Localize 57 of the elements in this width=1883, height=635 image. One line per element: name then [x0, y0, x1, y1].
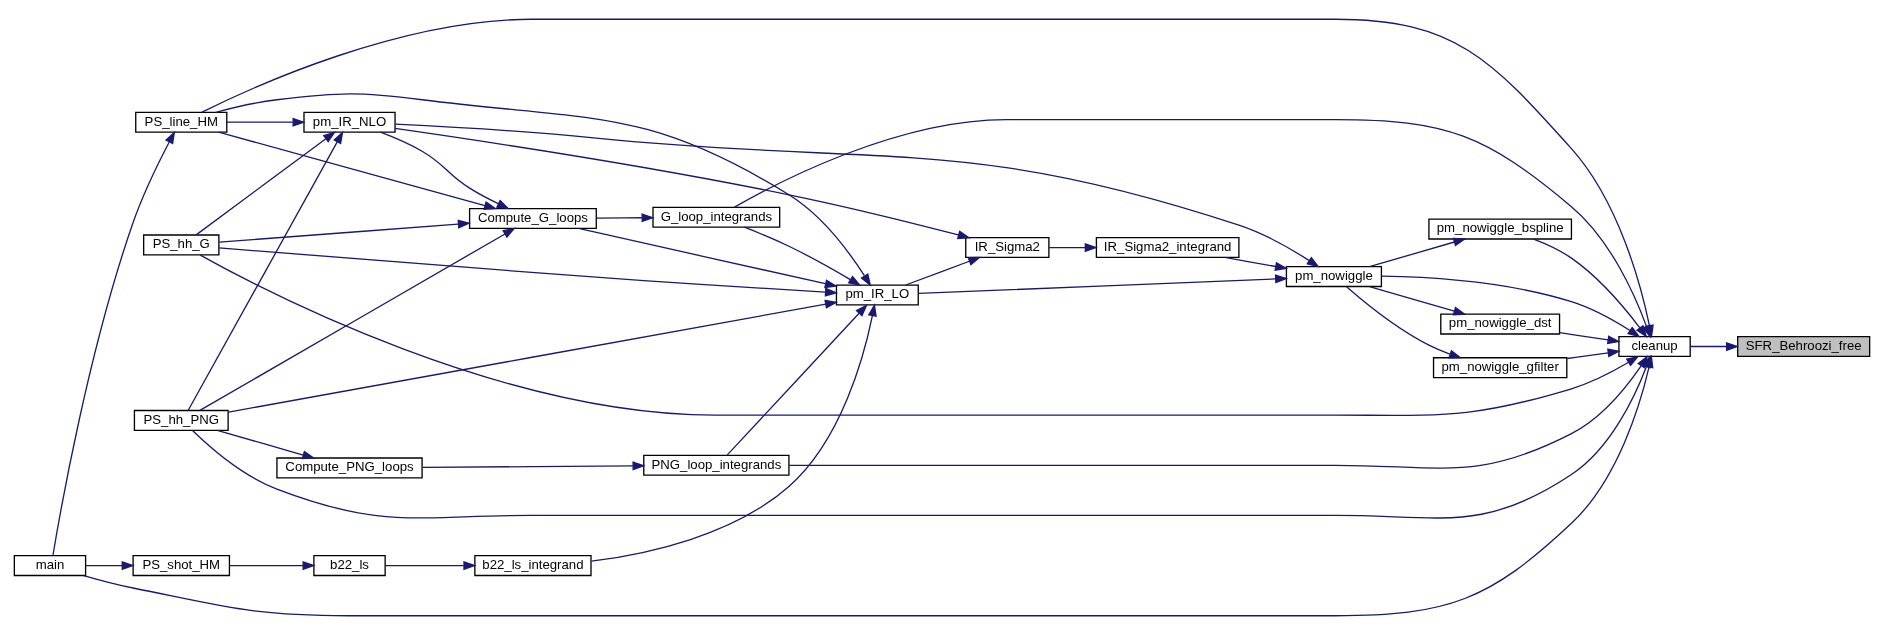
- node-box: PS_line_HM: [134, 111, 227, 133]
- node-box: pm_nowiggle_gfilter: [1432, 357, 1567, 379]
- node-box: pm_nowiggle_bspline: [1427, 218, 1572, 240]
- arrow: [733, 118, 1651, 339]
- node-box: IR_Sigma2: [964, 237, 1050, 259]
- node-box: pm_IR_NLO: [302, 111, 396, 133]
- arrow: [199, 254, 1639, 416]
- node-box: pm_nowiggle_dst: [1439, 313, 1560, 335]
- arrow: [84, 560, 135, 571]
- arrow: [384, 560, 477, 571]
- arrow: [725, 303, 868, 456]
- node-box: cleanup: [1617, 335, 1691, 358]
- node-box: PS_hh_G: [142, 234, 220, 256]
- arrow: [394, 123, 1320, 268]
- arrow: [1345, 286, 1462, 359]
- arrow: [1566, 348, 1621, 360]
- node-box: SFR_Behroozi_free: [1736, 335, 1870, 358]
- arrow: [227, 299, 838, 413]
- node-box: b22_ls_integrand: [473, 555, 592, 577]
- node-box: b22_ls: [312, 555, 386, 577]
- arrow: [228, 560, 316, 571]
- arrow: [225, 117, 306, 127]
- arrow: [218, 219, 471, 243]
- arrow: [1532, 238, 1647, 339]
- node-box: IR_Sigma2_integrand: [1095, 237, 1240, 259]
- arrow: [743, 226, 861, 287]
- arrow: [186, 130, 343, 412]
- node-box: PNG_loop_integrands: [642, 454, 790, 476]
- node-box: G_loop_integrands: [651, 206, 780, 228]
- arrow: [577, 227, 838, 289]
- arrow: [421, 461, 646, 471]
- arrow: [51, 130, 175, 556]
- arrow: [1368, 285, 1466, 316]
- node-box: PS_hh_PNG: [133, 409, 229, 431]
- node-box: Compute_PNG_loops: [275, 457, 423, 479]
- arrow: [590, 303, 877, 562]
- arrow: [198, 227, 516, 412]
- arrow: [217, 247, 838, 297]
- arrow: [1368, 237, 1466, 268]
- arrow: [214, 93, 871, 287]
- arrow: [217, 131, 497, 210]
- node-box: PS_shot_HM: [131, 555, 230, 577]
- arrow: [595, 213, 655, 223]
- node-box: pm_IR_LO: [835, 284, 919, 306]
- arrow: [216, 429, 315, 460]
- arrow: [904, 256, 981, 286]
- arrow: [379, 131, 510, 210]
- arrow: [394, 127, 971, 240]
- arrow: [1223, 256, 1288, 271]
- arrow: [1048, 242, 1098, 253]
- arrow: [1558, 332, 1621, 345]
- node-box: Compute_G_loops: [468, 208, 597, 230]
- arrow: [1689, 341, 1739, 352]
- arrow: [917, 274, 1288, 295]
- arrow: [195, 131, 336, 236]
- node-box: main: [13, 555, 86, 577]
- node-box: pm_nowiggle: [1285, 266, 1382, 288]
